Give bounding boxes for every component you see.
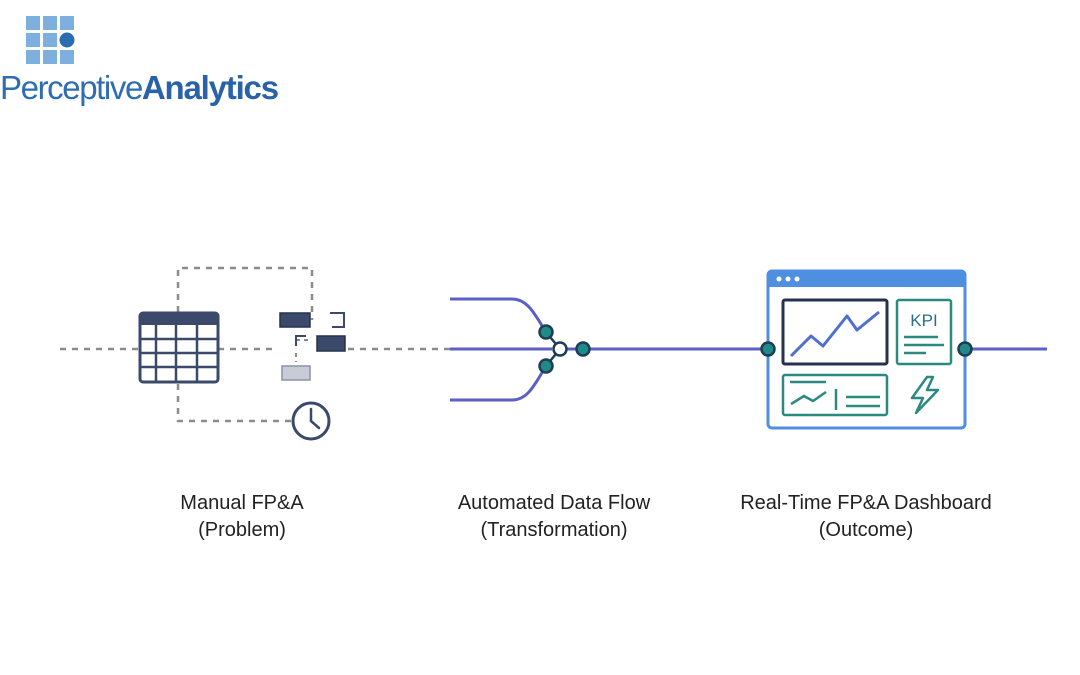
- spreadsheet-icon: [138, 311, 220, 384]
- logo-wordmark: PerceptiveAnalytics: [0, 69, 279, 106]
- summary-sparkline: [790, 390, 827, 406]
- merge-junction: [552, 341, 568, 357]
- bracket-top: [330, 312, 345, 328]
- window-dot-2: [785, 276, 791, 282]
- merge-node-bottom: [538, 358, 554, 374]
- stage-title: Real-Time FP&A Dashboard: [740, 492, 992, 514]
- gray-block-bottom: [281, 365, 311, 381]
- window-dot-3: [794, 276, 800, 282]
- lightning-icon: [910, 375, 940, 415]
- merge-node-output: [575, 341, 591, 357]
- dashboard-titlebar: [768, 271, 965, 287]
- manual-fpa-group: [60, 266, 450, 441]
- stage-subtitle: (Outcome): [818, 519, 914, 541]
- clock-icon: [291, 401, 331, 441]
- kpi-card: [895, 298, 953, 366]
- trend-line-icon: [789, 310, 880, 358]
- logo-text-regular: Perceptive: [0, 69, 143, 106]
- window-dot-1: [776, 276, 782, 282]
- stage-caption-automated: Automated Data Flow (Transformation): [430, 490, 678, 544]
- stage-subtitle: (Problem): [198, 519, 286, 541]
- logo-grid-icon: [26, 16, 75, 64]
- merge-node-top: [538, 324, 554, 340]
- bottom-dashed-loop: [176, 384, 292, 423]
- dashboard-icon: KPI: [760, 269, 1047, 430]
- stage-subtitle: (Transformation): [480, 519, 628, 541]
- dashboard-input-node: [760, 341, 776, 357]
- stage-caption-manual: Manual FP&A (Problem): [142, 490, 342, 544]
- navy-block-top: [279, 312, 311, 328]
- perceptive-analytics-logo: PerceptiveAnalytics: [0, 16, 279, 116]
- bottom-input-line: [450, 365, 548, 402]
- navy-block-middle: [316, 335, 346, 352]
- stage-title: Manual FP&A: [180, 492, 304, 514]
- stage-title: Automated Data Flow: [457, 492, 651, 514]
- stage-caption-dashboard: Real-Time FP&A Dashboard (Outcome): [716, 490, 1016, 544]
- kpi-label: KPI: [910, 311, 937, 330]
- top-dashed-loop: [176, 266, 314, 320]
- data-merge-icon: [450, 297, 768, 402]
- top-input-line: [450, 297, 548, 333]
- dashboard-output-node: [957, 341, 973, 357]
- logo-text-bold: Analytics: [141, 69, 279, 106]
- bracket-middle: [295, 335, 306, 346]
